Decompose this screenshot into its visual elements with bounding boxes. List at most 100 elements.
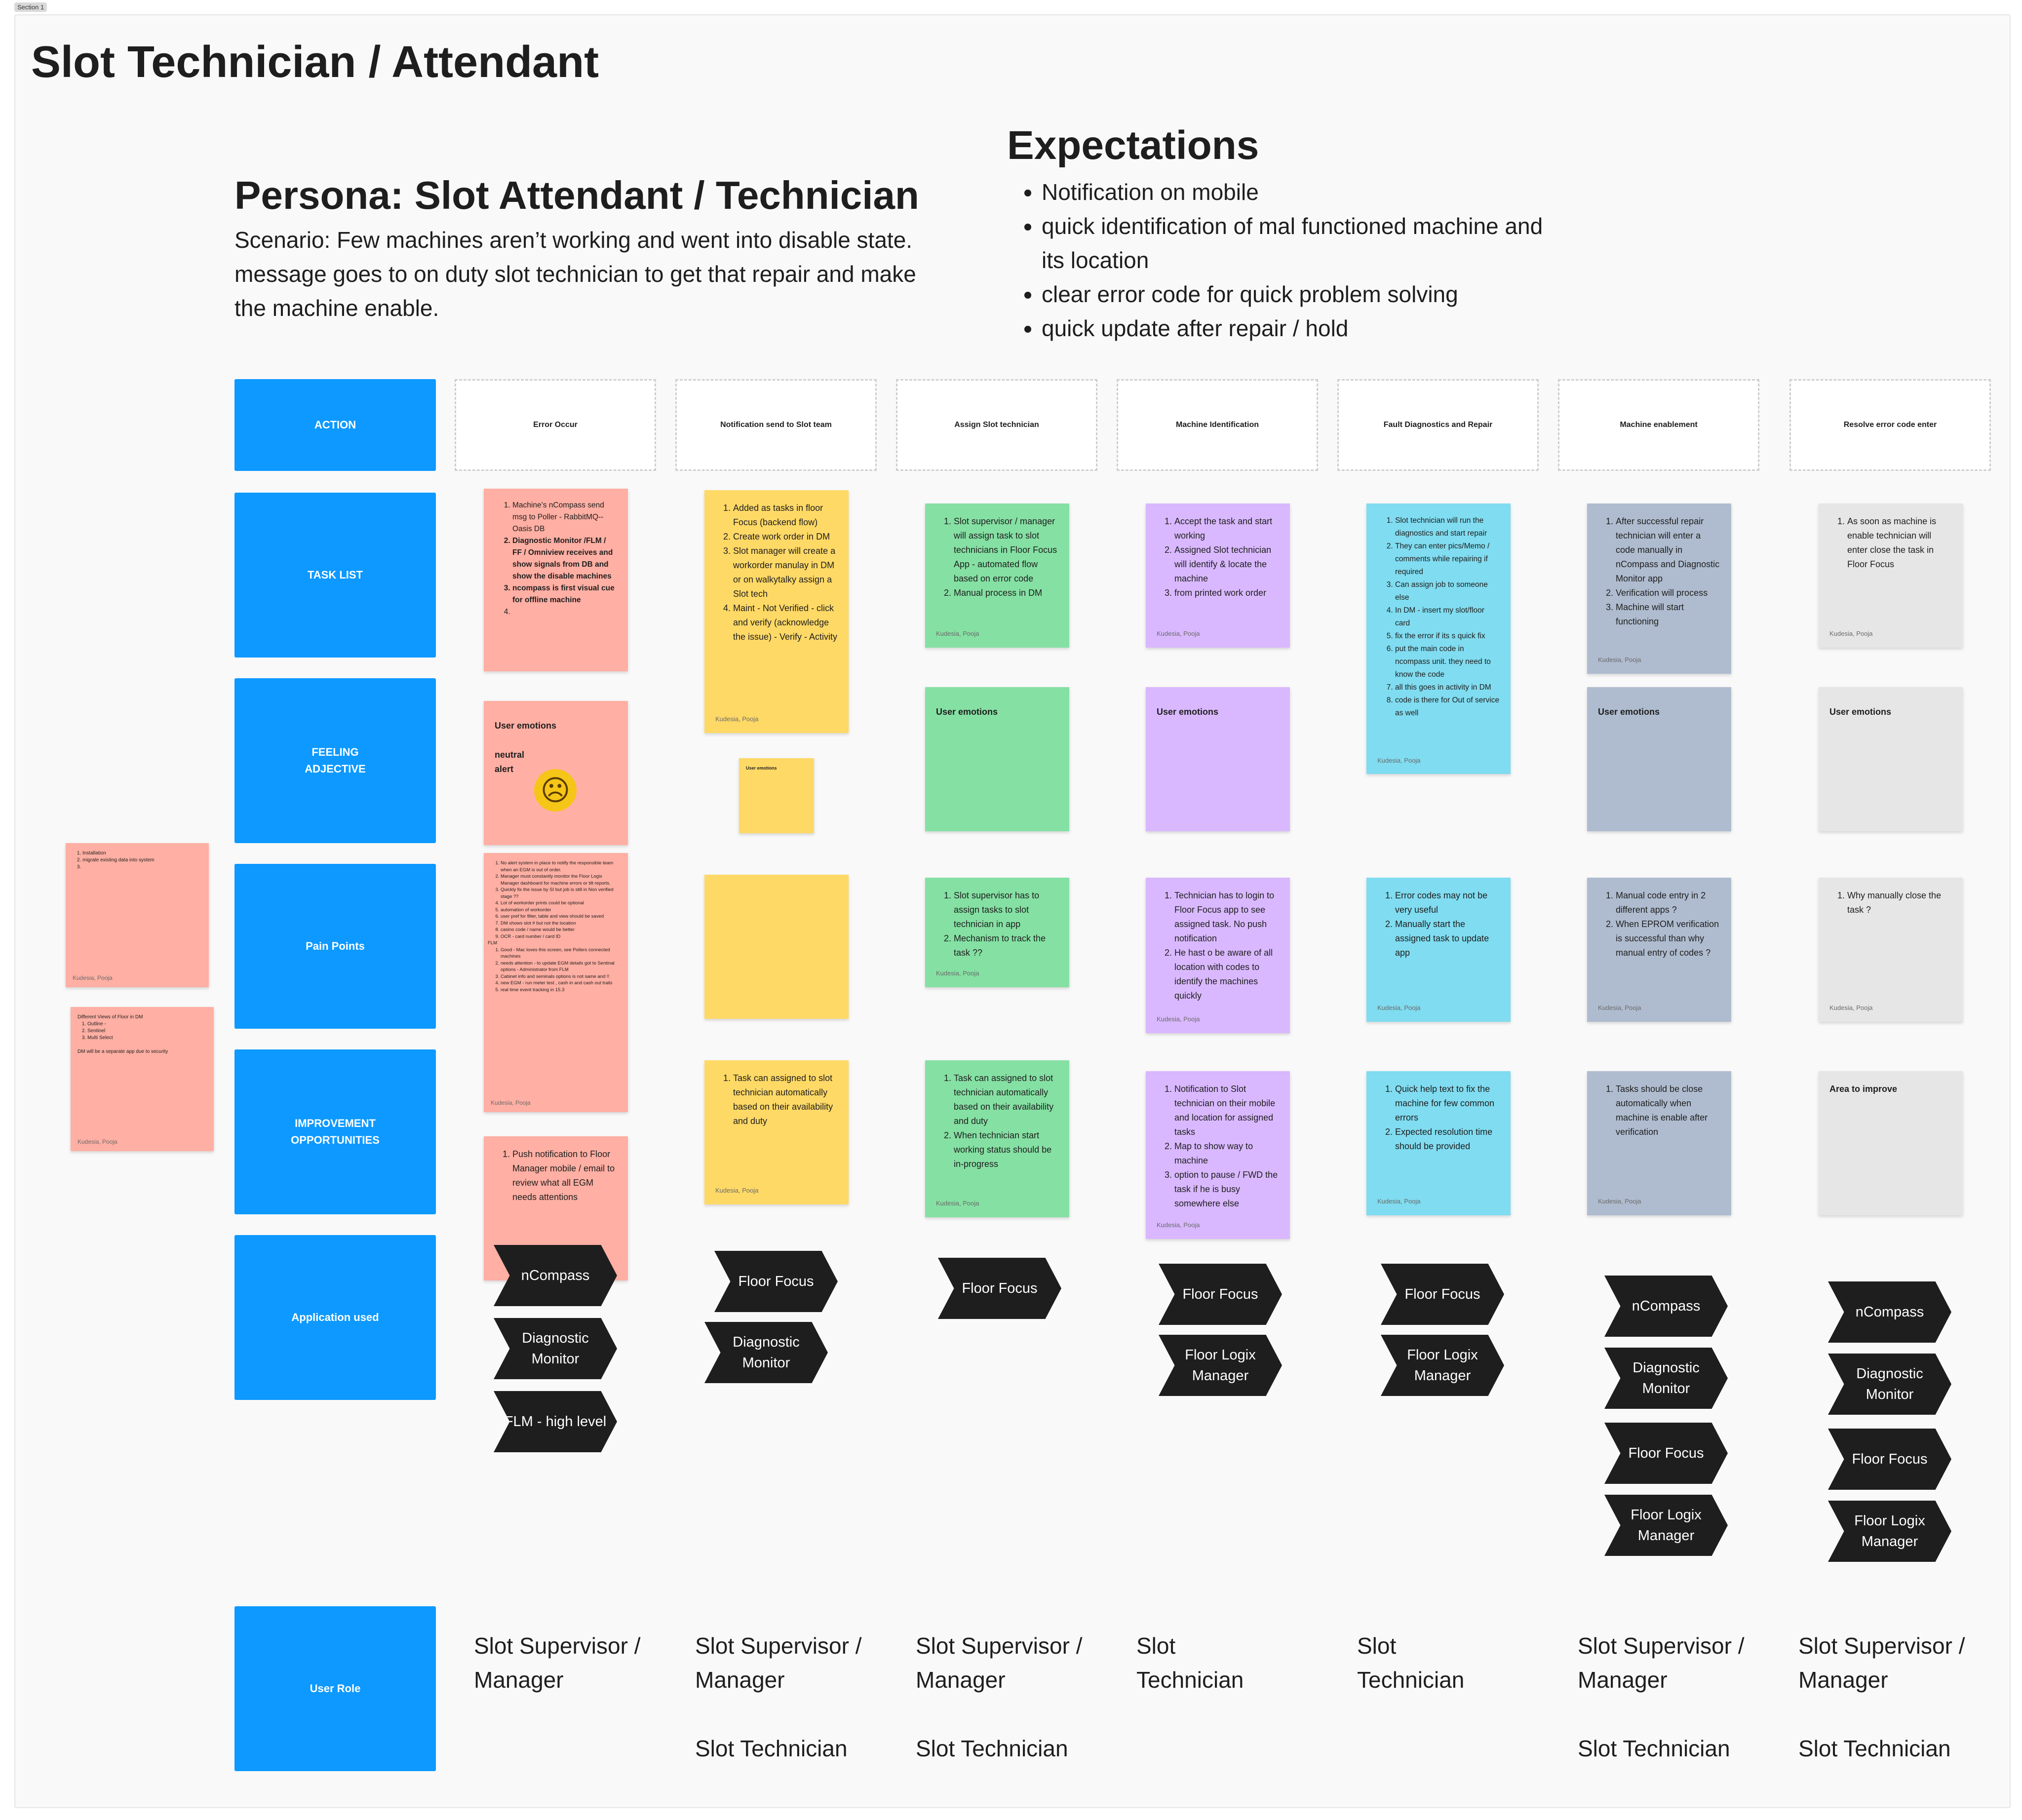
task-item: Maint - Not Verified - click and verify … bbox=[733, 601, 838, 644]
task-sticky-error-occur[interactable]: Machine’s nCompass send msg to Poller - … bbox=[484, 489, 628, 671]
task-item: from printed work order bbox=[1174, 586, 1279, 600]
row-label-apps[interactable]: Application used bbox=[234, 1235, 436, 1400]
pain-sticky-resolve[interactable]: Why manually close the task ? Kudesia, P… bbox=[1819, 878, 1963, 1022]
expectations-list: Notification on mobile quick identificat… bbox=[1007, 175, 1565, 346]
app-floor-focus[interactable]: Floor Focus bbox=[1604, 1423, 1728, 1484]
pain-sticky-assign[interactable]: Slot supervisor has to assign tasks to s… bbox=[925, 878, 1069, 987]
feeling-sticky-identification[interactable]: User emotions bbox=[1146, 687, 1290, 831]
pain-item: Manually start the assigned task to upda… bbox=[1395, 917, 1500, 960]
pain-item: He hast o be aware of all location with … bbox=[1174, 946, 1279, 1003]
row-label-feeling[interactable]: FEELING ADJECTIVE bbox=[234, 678, 436, 843]
task-item: ncompass is first visual cue for offline… bbox=[512, 582, 617, 606]
expectations-title: Expectations bbox=[1007, 123, 1259, 168]
task-item: Machine’s nCompass send msg to Poller - … bbox=[512, 500, 617, 535]
phase-machine-identification[interactable]: Machine Identification bbox=[1117, 379, 1318, 471]
app-floor-focus[interactable]: Floor Focus bbox=[1159, 1264, 1282, 1325]
pain-sticky-diagnostics[interactable]: Error codes may not be very useful Manua… bbox=[1366, 878, 1511, 1022]
app-diagnostic-monitor[interactable]: Diagnostic Monitor bbox=[1828, 1354, 1951, 1415]
expectation-item: Notification on mobile bbox=[1042, 175, 1565, 209]
row-label-action[interactable]: ACTION bbox=[234, 379, 436, 471]
app-floor-focus[interactable]: Floor Focus bbox=[714, 1251, 838, 1312]
role-supervisor: Slot Supervisor / Manager bbox=[695, 1633, 862, 1693]
app-floor-focus[interactable]: Floor Focus bbox=[938, 1258, 1061, 1319]
pain-sticky-error-occur[interactable]: No alert system in place to notify the r… bbox=[484, 853, 628, 1112]
app-floor-focus[interactable]: Floor Focus bbox=[1828, 1429, 1951, 1490]
sticky-author: Kudesia, Pooja bbox=[1829, 1004, 1873, 1011]
app-floor-logix-manager[interactable]: Floor Logix Manager bbox=[1604, 1495, 1728, 1556]
improvement-sticky-diagnostics[interactable]: Quick help text to fix the machine for f… bbox=[1366, 1071, 1511, 1215]
task-item: put the main code in ncompass unit. they… bbox=[1395, 643, 1500, 681]
row-label-task-list[interactable]: TASK LIST bbox=[234, 493, 436, 658]
role-supervisor: Slot Supervisor / Manager bbox=[474, 1633, 641, 1693]
sticky-author: Kudesia, Pooja bbox=[78, 1138, 117, 1145]
app-floor-focus[interactable]: Floor Focus bbox=[1381, 1264, 1504, 1325]
emotions-label: User emotions bbox=[1157, 707, 1219, 717]
note-item: migrate existing data into system bbox=[82, 857, 202, 864]
improvement-sticky-resolve[interactable]: Area to improve bbox=[1819, 1071, 1963, 1215]
task-item: Accept the task and start working bbox=[1174, 514, 1279, 543]
phase-resolve-error-code[interactable]: Resolve error code enter bbox=[1789, 379, 1991, 471]
row-label-pain-points[interactable]: Pain Points bbox=[234, 864, 436, 1029]
feeling-sticky-error-occur[interactable]: User emotions neutral alert ☹ bbox=[484, 701, 628, 845]
task-sticky-identification[interactable]: Accept the task and start working Assign… bbox=[1146, 503, 1290, 648]
row-label-user-role[interactable]: User Role bbox=[234, 1606, 436, 1771]
app-diagnostic-monitor[interactable]: Diagnostic Monitor bbox=[1604, 1348, 1728, 1409]
app-ncompass[interactable]: nCompass bbox=[1828, 1281, 1951, 1343]
feeling-sticky-enablement[interactable]: User emotions bbox=[1587, 687, 1731, 831]
phase-assign-technician[interactable]: Assign Slot technician bbox=[896, 379, 1097, 471]
pain-item: new EGM - run meter test , cash in and c… bbox=[501, 980, 621, 987]
feeling-sticky-assign[interactable]: User emotions bbox=[925, 687, 1069, 831]
persona-title: Persona: Slot Attendant / Technician bbox=[234, 173, 919, 217]
pain-item: Error codes may not be very useful bbox=[1395, 889, 1500, 917]
improvement-item: Expected resolution time should be provi… bbox=[1395, 1125, 1500, 1154]
phase-notification[interactable]: Notification send to Slot team bbox=[675, 379, 877, 471]
role-technician: Slot Technician bbox=[1798, 1736, 1951, 1761]
app-floor-logix-manager[interactable]: Floor Logix Manager bbox=[1381, 1335, 1504, 1396]
improvement-sticky-notification[interactable]: Task can assigned to slot technician aut… bbox=[704, 1060, 849, 1204]
improvement-item: Task can assigned to slot technician aut… bbox=[733, 1071, 838, 1128]
pain-sticky-enablement[interactable]: Manual code entry in 2 different apps ? … bbox=[1587, 878, 1731, 1022]
task-sticky-resolve[interactable]: As soon as machine is enable technician … bbox=[1819, 503, 1963, 648]
side-note-floor-views[interactable]: Different Views of Floor in DM Outline -… bbox=[71, 1007, 214, 1151]
task-item: Slot manager will create a workorder man… bbox=[733, 544, 838, 601]
app-floor-logix-manager[interactable]: Floor Logix Manager bbox=[1159, 1335, 1282, 1396]
row-label-improvement[interactable]: IMPROVEMENT OPPORTUNITIES bbox=[234, 1049, 436, 1214]
pain-item: Good - Mac loves this screen, see Poller… bbox=[501, 947, 621, 960]
task-item: Manual process in DM bbox=[954, 586, 1058, 600]
task-item: Slot supervisor / manager will assign ta… bbox=[954, 514, 1058, 586]
feeling-sticky-resolve[interactable]: User emotions bbox=[1819, 687, 1963, 831]
phase-machine-enablement[interactable]: Machine enablement bbox=[1558, 379, 1759, 471]
pain-item: Cabinet info and seminals options is not… bbox=[501, 973, 621, 980]
app-diagnostic-monitor[interactable]: Diagnostic Monitor bbox=[494, 1318, 617, 1379]
app-ncompass[interactable]: nCompass bbox=[1604, 1276, 1728, 1337]
page-title: Slot Technician / Attendant bbox=[31, 38, 599, 87]
phase-fault-diagnostics[interactable]: Fault Diagnostics and Repair bbox=[1337, 379, 1539, 471]
sticky-author: Kudesia, Pooja bbox=[1377, 757, 1421, 764]
phase-error-occur[interactable]: Error Occur bbox=[455, 379, 656, 471]
task-sticky-diagnostics[interactable]: Slot technician will run the diagnostics… bbox=[1366, 503, 1511, 774]
note-item: Sentinel bbox=[87, 1028, 207, 1035]
role-supervisor: Slot Supervisor / Manager bbox=[1578, 1633, 1745, 1693]
feeling-sticky-notification[interactable]: User emotions bbox=[739, 758, 814, 833]
app-diagnostic-monitor[interactable]: Diagnostic Monitor bbox=[704, 1322, 828, 1383]
improvement-sticky-enablement[interactable]: Tasks should be close automatically when… bbox=[1587, 1071, 1731, 1215]
role-technician: Slot Technician bbox=[1136, 1633, 1244, 1693]
app-floor-logix-manager[interactable]: Floor Logix Manager bbox=[1828, 1501, 1951, 1562]
task-sticky-assign[interactable]: Slot supervisor / manager will assign ta… bbox=[925, 503, 1069, 648]
improvement-item: Map to show way to machine bbox=[1174, 1139, 1279, 1168]
app-flm-high-level[interactable]: FLM - high level bbox=[494, 1391, 617, 1452]
section-label[interactable]: Section 1 bbox=[14, 2, 47, 12]
app-ncompass[interactable]: nCompass bbox=[494, 1245, 617, 1306]
pain-item: Mechanism to track the task ?? bbox=[954, 931, 1058, 960]
task-sticky-enablement[interactable]: After successful repair technician will … bbox=[1587, 503, 1731, 674]
side-note-installation[interactable]: Installation migrate existing data into … bbox=[66, 843, 209, 987]
task-item: Can assign job to someone else bbox=[1395, 579, 1500, 604]
task-sticky-notification[interactable]: Added as tasks in floor Focus (backend f… bbox=[704, 490, 849, 733]
improvement-sticky-identification[interactable]: Notification to Slot technician on their… bbox=[1146, 1071, 1290, 1239]
sticky-author: Kudesia, Pooja bbox=[1157, 1221, 1200, 1229]
task-item: Machine will start functioning bbox=[1616, 600, 1720, 629]
improvement-item: Task can assigned to slot technician aut… bbox=[954, 1071, 1058, 1128]
pain-sticky-identification[interactable]: Technician has to login to Floor Focus a… bbox=[1146, 878, 1290, 1033]
pain-sticky-notification[interactable] bbox=[704, 875, 849, 1019]
improvement-sticky-assign[interactable]: Task can assigned to slot technician aut… bbox=[925, 1060, 1069, 1217]
